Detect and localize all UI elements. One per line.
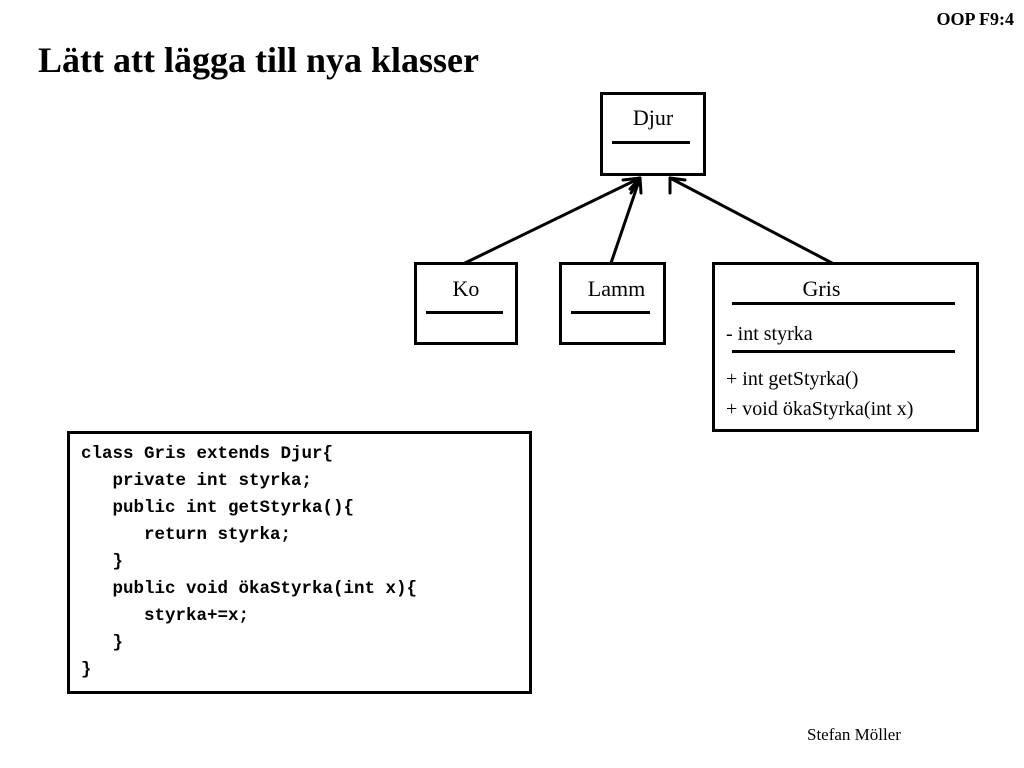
- code-line: public void ökaStyrka(int x){: [81, 579, 418, 599]
- arrow-ko-to-djur: [463, 176, 642, 265]
- class-box-gris: Gris - int styrka + int getStyrka() + vo…: [712, 262, 979, 432]
- code-line: styrka+=x;: [81, 606, 250, 626]
- arrow-lamm-to-djur: [609, 176, 643, 265]
- class-divider: [732, 350, 955, 353]
- code-line: class Gris extends Djur{: [81, 444, 334, 464]
- class-name-ko: Ko: [452, 276, 480, 301]
- class-divider: [612, 141, 690, 144]
- class-divider: [426, 311, 503, 314]
- code-line: }: [81, 552, 124, 572]
- class-name-gris: Gris: [802, 276, 841, 301]
- slide-number: OOP F9:4: [936, 9, 1015, 29]
- code-line: return styrka;: [81, 525, 292, 545]
- arrow-gris-to-djur: [668, 176, 834, 265]
- class-method: + int getStyrka(): [726, 368, 859, 390]
- code-line: }: [81, 633, 124, 653]
- class-name-djur: Djur: [632, 105, 674, 130]
- class-name-lamm: Lamm: [587, 276, 646, 301]
- class-divider: [571, 311, 650, 314]
- code-line: private int styrka;: [81, 471, 313, 491]
- slide-title: Lätt att lägga till nya klasser: [38, 40, 479, 80]
- class-method: + void ökaStyrka(int x): [726, 398, 914, 420]
- code-line: }: [81, 660, 92, 680]
- class-box-ko: Ko: [414, 262, 518, 345]
- class-divider: [732, 302, 955, 305]
- class-attribute: - int styrka: [726, 323, 813, 345]
- code-line: public int getStyrka(){: [81, 498, 355, 518]
- code-listing: class Gris extends Djur{ private int sty…: [67, 431, 532, 694]
- class-box-lamm: Lamm: [559, 262, 666, 345]
- class-box-djur: Djur: [600, 92, 706, 176]
- author-name: Stefan Möller: [807, 725, 901, 744]
